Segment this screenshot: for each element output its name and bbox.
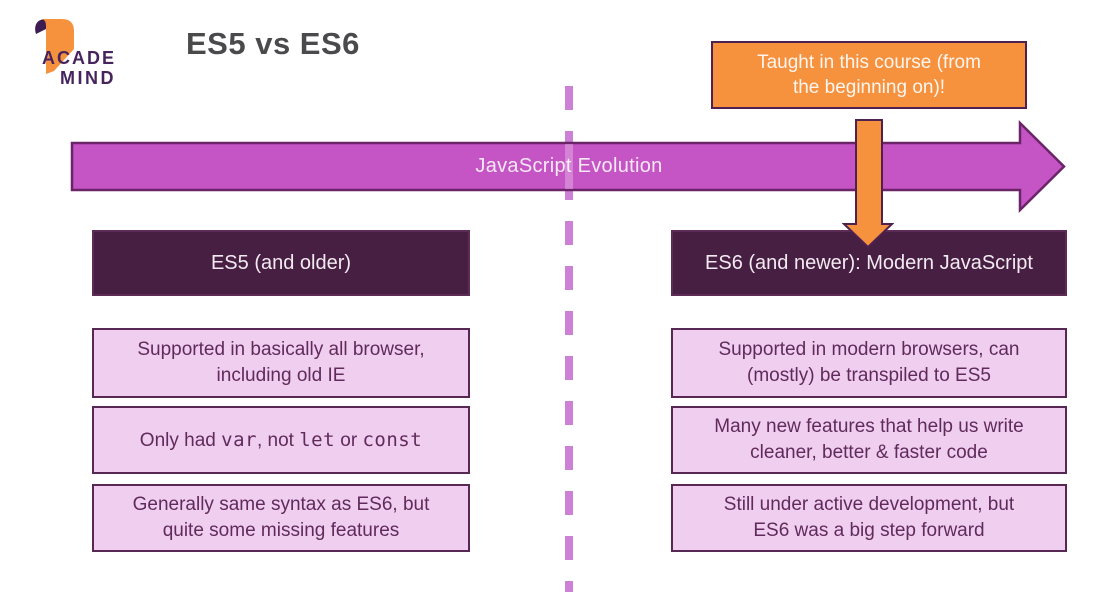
es5-box-same-syntax: Generally same syntax as ES6, but quite …	[92, 484, 470, 552]
academind-logo: ACADE MIND	[30, 12, 180, 92]
course-callout: Taught in this course (from the beginnin…	[711, 41, 1027, 109]
evolution-arrow-label: JavaScript Evolution	[475, 155, 663, 177]
academind-wordmark: ACADE MIND	[42, 48, 116, 88]
page-title: ES5 vs ES6	[186, 26, 360, 61]
es5-column-header: ES5 (and older)	[92, 230, 470, 296]
divider-overlay-on-arrow	[565, 144, 573, 189]
es6-column-header: ES6 (and newer): Modern JavaScript	[671, 230, 1067, 296]
course-pointer-down-arrow-icon	[842, 119, 894, 249]
es6-box-active-development: Still under active development, but ES6 …	[671, 484, 1067, 552]
javascript-evolution-arrow	[70, 120, 1066, 213]
divider-dashed-line	[565, 86, 573, 592]
academind-flag-icon	[35, 19, 74, 74]
es6-box-new-features: Many new features that help us write cle…	[671, 406, 1067, 474]
logo-line-acade: ACADE	[42, 48, 117, 68]
es6-box-browser-support: Supported in modern browsers, can (mostl…	[671, 328, 1067, 398]
evolution-arrow-label-wrap: JavaScript Evolution	[70, 143, 1068, 190]
es5-box-browser-support: Supported in basically all browser, incl…	[92, 328, 470, 398]
logo-line-mind: MIND	[60, 68, 117, 88]
es5-box-var-only: Only had var, not let or const	[92, 406, 470, 474]
